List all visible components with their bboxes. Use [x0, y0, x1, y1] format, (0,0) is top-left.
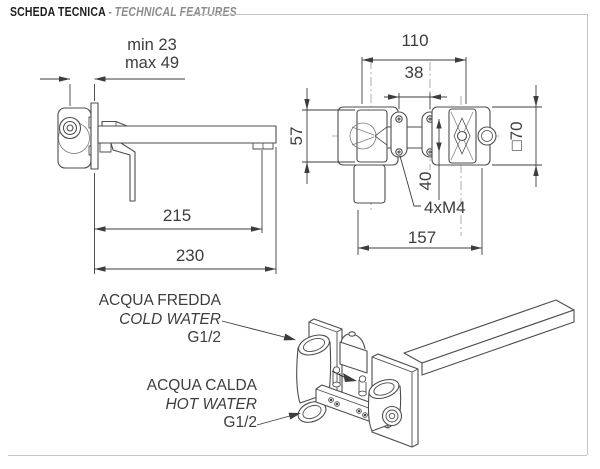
- cold-water-thread-size: G1/2: [187, 329, 221, 346]
- dim-embed-max: max 49: [124, 54, 180, 72]
- header: SCHEDA TECNICA-TECHNICAL FEATURES: [10, 5, 237, 19]
- page-title: SCHEDA TECNICA: [10, 5, 106, 19]
- front-view-drawing: [337, 106, 497, 204]
- dim-overall-reach-label: 230: [175, 246, 205, 265]
- front-view-arrowheads: [304, 57, 539, 251]
- dim-hole-spacing-v-label: 40: [416, 171, 435, 191]
- dim-overall-width-label: 157: [407, 228, 437, 247]
- side-view-arrowheads: [59, 76, 276, 272]
- hot-water-annotation: ACQUA CALDA HOT WATER G1/2: [126, 377, 257, 433]
- isometric-view-drawing: [296, 299, 575, 448]
- frame-bottom-border: [8, 455, 587, 456]
- header-rule: [186, 14, 587, 15]
- hot-water-thread-size: G1/2: [223, 414, 257, 431]
- hot-water-label-it: ACQUA CALDA: [146, 377, 257, 394]
- dim-spout-reach-label: 215: [162, 206, 192, 225]
- dim-embed-depth-label: min 23 max 49: [114, 36, 190, 72]
- cold-water-label-en: COLD WATER: [119, 310, 221, 328]
- annotation-leaders: [221, 320, 301, 426]
- frame-right-border: [587, 14, 588, 455]
- dim-screws-label: 4xM4: [424, 198, 466, 217]
- page-title-en: TECHNICAL FEATURES: [114, 5, 237, 19]
- dim-embed-min: min 23: [127, 36, 177, 54]
- cold-water-annotation: ACQUA FREDDA COLD WATER G1/2: [90, 292, 221, 348]
- dim-body-height-label: 57: [287, 126, 306, 146]
- dim-body-spacing-label: 110: [401, 31, 429, 50]
- cold-water-label-it: ACQUA FREDDA: [98, 292, 221, 309]
- flow-arrow: [331, 370, 357, 382]
- dim-plate-square-label: □70: [507, 121, 526, 151]
- title-separator: -: [108, 5, 113, 19]
- dim-hole-spacing-h-label: 38: [404, 63, 424, 82]
- hot-water-label-en: HOT WATER: [165, 395, 257, 413]
- side-view-dimension-lines: [40, 78, 277, 274]
- side-view-drawing: [57, 102, 277, 202]
